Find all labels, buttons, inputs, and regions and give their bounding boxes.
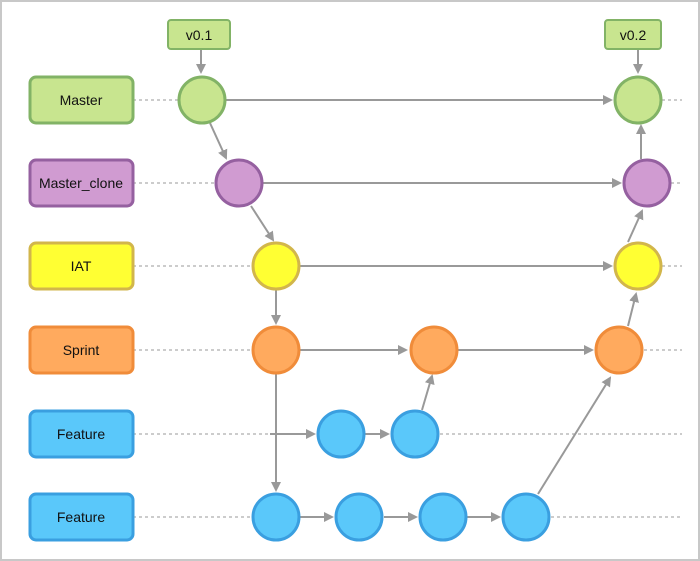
branch-label-master: Master xyxy=(28,75,135,125)
version-tag-v01: v0.1 xyxy=(167,19,231,50)
commit-iat-2 xyxy=(613,241,663,291)
commit-master-clone-1 xyxy=(214,158,264,208)
branch-label-sprint: Sprint xyxy=(28,325,135,375)
branch-label-master-text: Master xyxy=(60,92,103,108)
edge-master-to-clone xyxy=(209,122,228,160)
version-tag-v02: v0.2 xyxy=(604,19,662,50)
branch-label-master-clone: Master_clone xyxy=(28,158,135,208)
commit-feature1-2 xyxy=(390,409,440,459)
branch-label-iat: IAT xyxy=(28,241,135,291)
commit-master-2 xyxy=(613,75,663,125)
branch-label-master-clone-text: Master_clone xyxy=(39,175,123,191)
commit-master-clone-2 xyxy=(622,158,672,208)
commit-master-1 xyxy=(177,75,227,125)
edge-feature1-to-sprint xyxy=(421,374,435,411)
branch-label-sprint-text: Sprint xyxy=(63,342,100,358)
version-tag-v01-label: v0.1 xyxy=(186,27,213,43)
commit-iat-1 xyxy=(251,241,301,291)
commit-feature2-4 xyxy=(501,492,551,542)
edge-sprint-to-iat xyxy=(627,292,639,327)
branch-label-feature-2: Feature xyxy=(28,492,135,542)
branch-label-feature-1-text: Feature xyxy=(57,426,105,442)
commit-feature2-1 xyxy=(251,492,301,542)
edge-feature2-to-sprint xyxy=(537,376,612,495)
edge-iat-to-clone xyxy=(627,209,644,243)
version-tag-v02-label: v0.2 xyxy=(620,27,647,43)
branch-label-feature-1: Feature xyxy=(28,409,135,459)
branch-label-iat-text: IAT xyxy=(71,258,92,274)
edge-clone-to-iat xyxy=(250,205,275,242)
commit-feature2-2 xyxy=(334,492,384,542)
commit-sprint-1 xyxy=(251,325,301,375)
branch-label-feature-2-text: Feature xyxy=(57,509,105,525)
commit-sprint-2 xyxy=(409,325,459,375)
lane-guides xyxy=(133,99,682,518)
commit-sprint-3 xyxy=(594,325,644,375)
commit-feature2-3 xyxy=(418,492,468,542)
edges xyxy=(196,50,646,522)
commit-feature1-1 xyxy=(316,409,366,459)
commit-nodes xyxy=(177,75,672,542)
